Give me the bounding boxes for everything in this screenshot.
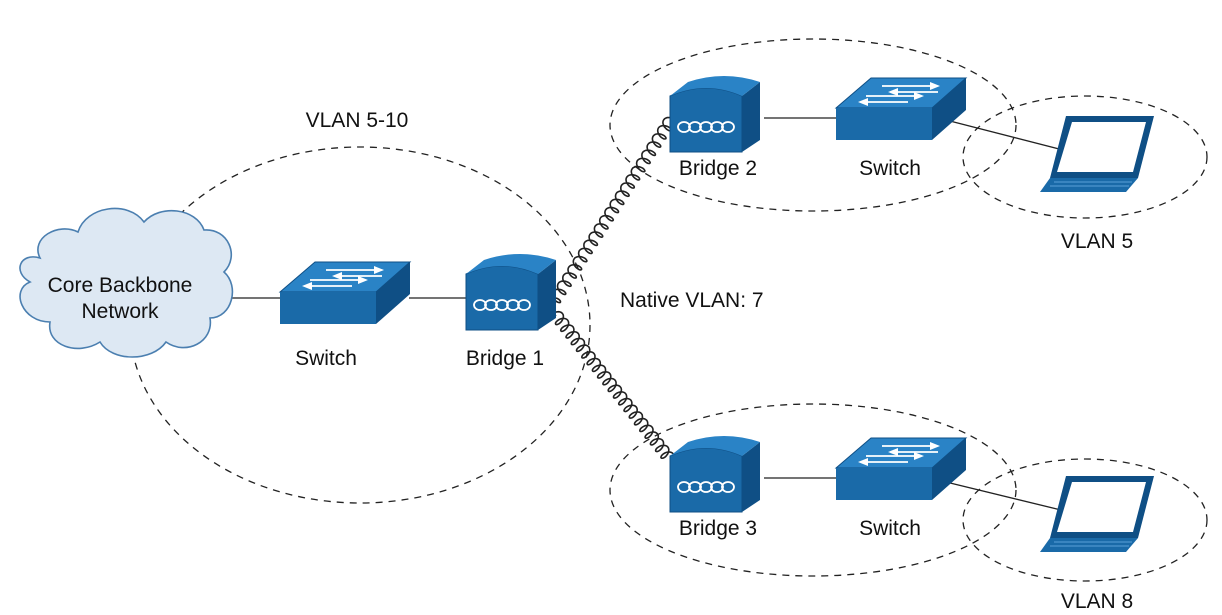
wireless-bridge-icon (669, 435, 761, 513)
bottom-switch-label: Switch (859, 517, 921, 540)
wireless-bridge-icon (669, 75, 761, 153)
wireless-link-bridge1-bridge3 (549, 310, 675, 463)
cloud-icon (19, 207, 234, 358)
vlan-5-10-label: VLAN 5-10 (306, 109, 409, 132)
top-switch-label: Switch (859, 157, 921, 180)
network-switch-icon (835, 77, 967, 141)
network-switch-icon (279, 261, 411, 325)
bridge3-label: Bridge 3 (679, 517, 757, 540)
bridge3-zone (609, 403, 1017, 577)
laptop-icon (1039, 115, 1155, 193)
vlan8-zone (962, 458, 1208, 582)
vlan5-label: VLAN 5 (1061, 230, 1133, 253)
wireless-link-bridge1-bridge2 (551, 116, 673, 304)
native-vlan-label: Native VLAN: 7 (620, 289, 764, 312)
bridge2-zone (609, 38, 1017, 212)
vlan5-zone (962, 95, 1208, 219)
core-network-label-line1: Core Backbone (48, 274, 193, 297)
core-network-label-line2: Network (81, 300, 159, 323)
vlan8-label: VLAN 8 (1061, 590, 1133, 613)
wireless-bridge-icon (465, 253, 557, 331)
bridge2-label: Bridge 2 (679, 157, 757, 180)
network-switch-icon (835, 437, 967, 501)
bridge1-label: Bridge 1 (466, 347, 544, 370)
core-switch-label: Switch (295, 347, 357, 370)
laptop-icon (1039, 475, 1155, 553)
